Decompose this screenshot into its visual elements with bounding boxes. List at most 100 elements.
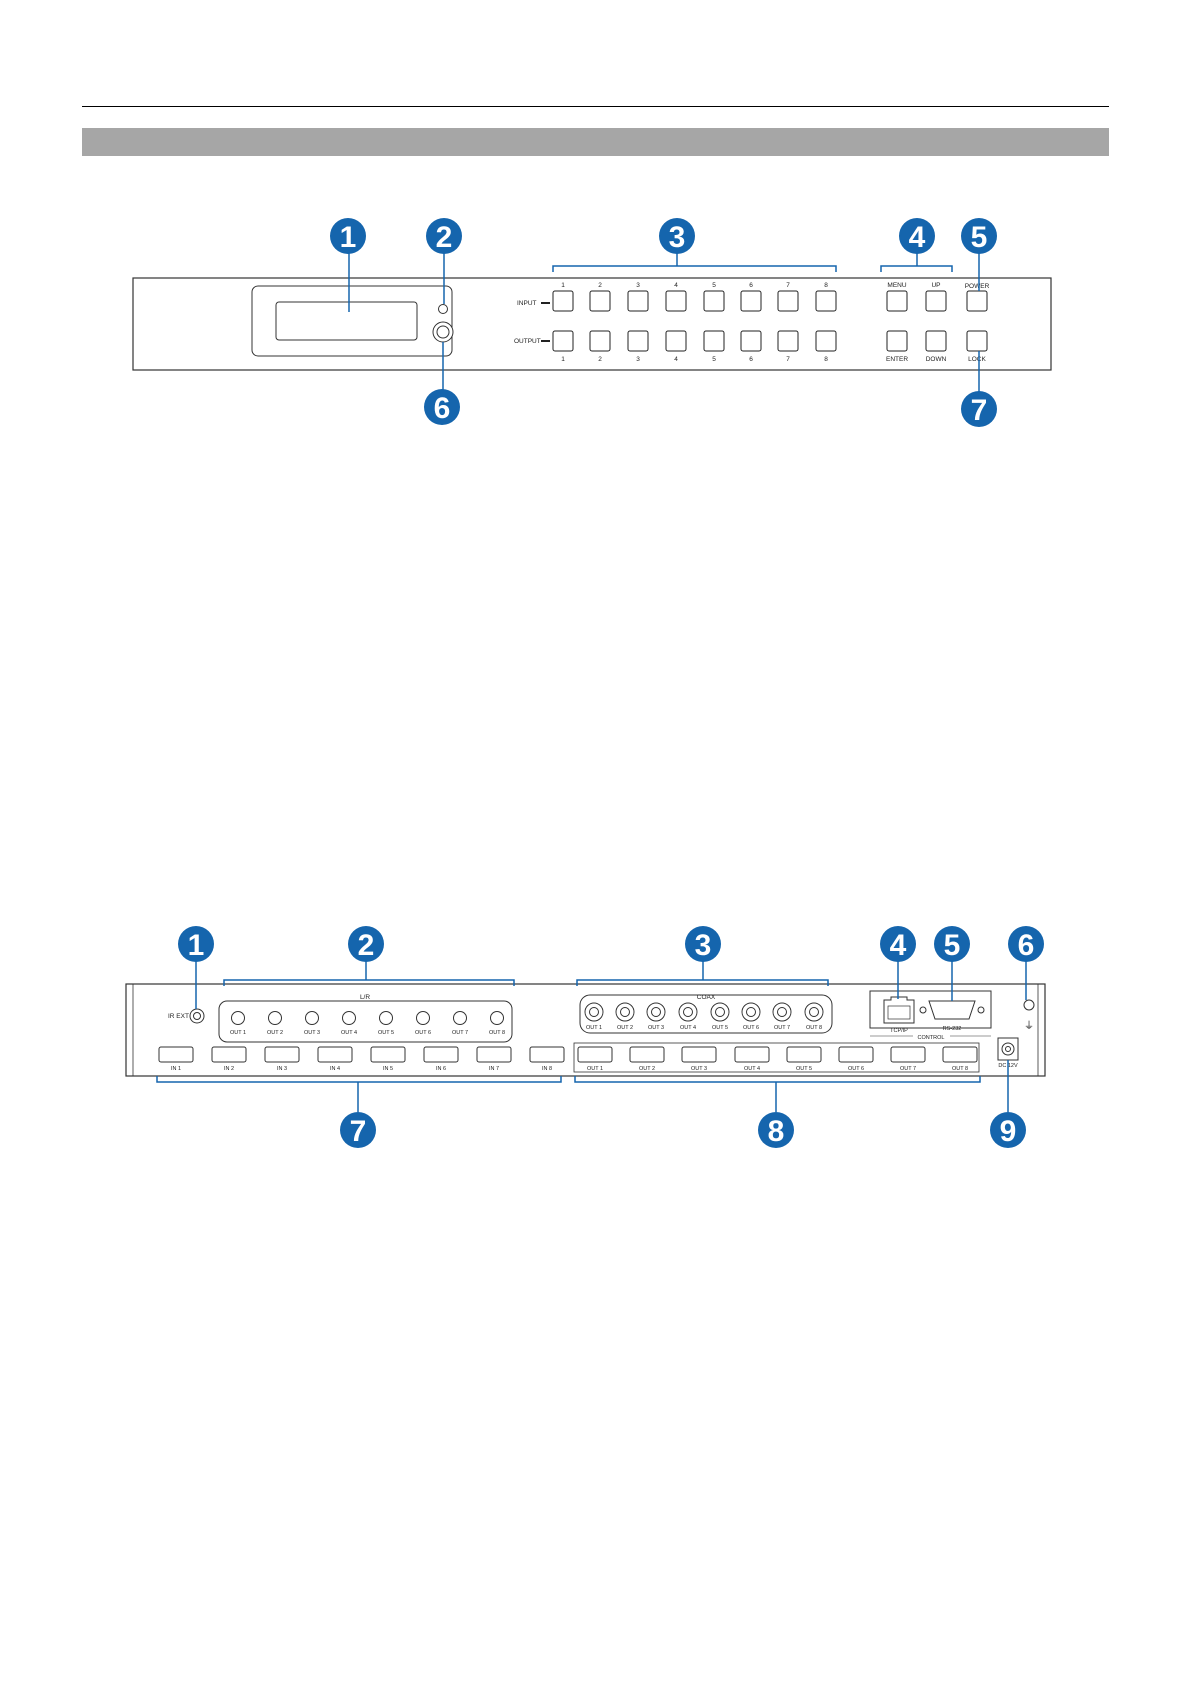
rear-panel: IR EXT L/R OUT 1 OUT 2 OUT 3 OUT 4 OUT 5… <box>125 926 1046 1148</box>
input-button-4[interactable] <box>665 290 687 312</box>
hdmi-in-port-3[interactable] <box>264 1046 300 1063</box>
input-button-5[interactable] <box>703 290 725 312</box>
lr-jack-8[interactable] <box>490 1011 504 1025</box>
coax-jacks <box>584 1002 824 1022</box>
menu-keys: MENU UP ENTER DOWN <box>886 282 947 363</box>
output-button-6[interactable] <box>740 330 762 352</box>
enter-button[interactable] <box>886 330 908 352</box>
rs232-port[interactable] <box>928 1000 976 1020</box>
ground-screw[interactable] <box>1023 999 1035 1011</box>
hdmi-in-port-6[interactable] <box>423 1046 459 1063</box>
input-button-8[interactable] <box>815 290 837 312</box>
output-button-3[interactable] <box>627 330 649 352</box>
hdmi-out-port-6[interactable] <box>838 1046 874 1063</box>
input-number-5: 5 <box>712 282 716 289</box>
rs232-label: RS-232 <box>943 1026 962 1032</box>
coax-out-label-4: OUT 4 <box>680 1025 696 1031</box>
callout-number: 2 <box>358 929 375 962</box>
input-row-marker <box>541 302 550 304</box>
callout-number: 1 <box>188 929 205 962</box>
hdmi-in-port-4[interactable] <box>317 1046 353 1063</box>
hdmi-in-port-8[interactable] <box>529 1046 565 1063</box>
top-rule <box>82 106 1109 107</box>
lr-jack-4[interactable] <box>342 1011 356 1025</box>
lr-jack-1[interactable] <box>231 1011 245 1025</box>
hdmi-out-port-8[interactable] <box>942 1046 978 1063</box>
callout-marker <box>899 218 935 254</box>
lr-jack-2[interactable] <box>268 1011 282 1025</box>
lr-out-label-1: OUT 1 <box>230 1030 246 1036</box>
front-callouts: 1 2 3 4 5 6 7 <box>330 218 997 427</box>
input-buttons <box>552 290 837 312</box>
hdmi-outputs <box>577 1046 978 1063</box>
coax-labels: OUT 1 OUT 2 OUT 3 OUT 4 OUT 5 OUT 6 OUT … <box>586 1025 822 1031</box>
rear-callouts: 1 2 3 4 5 6 7 8 9 <box>178 926 1044 1148</box>
power-button[interactable] <box>966 290 988 312</box>
hdmi-out-port-1[interactable] <box>577 1046 613 1063</box>
callout-number: 8 <box>768 1115 785 1148</box>
hdmi-out-port-7[interactable] <box>890 1046 926 1063</box>
callout-marker <box>934 926 970 962</box>
hdmi-in-label-2: IN 2 <box>224 1066 234 1072</box>
hdmi-in-port-2[interactable] <box>211 1046 247 1063</box>
hdmi-out-label-1: OUT 1 <box>587 1066 603 1072</box>
hdmi-out-port-3[interactable] <box>681 1046 717 1063</box>
tcpip-label: TCP/IP <box>890 1028 908 1034</box>
menu-button[interactable] <box>886 290 908 312</box>
hdmi-out-port-2[interactable] <box>629 1046 665 1063</box>
callout-number: 3 <box>669 221 686 254</box>
hdmi-out-label-2: OUT 2 <box>639 1066 655 1072</box>
lr-jack-5[interactable] <box>379 1011 393 1025</box>
hdmi-out-port-5[interactable] <box>786 1046 822 1063</box>
hdmi-out-port-4[interactable] <box>734 1046 770 1063</box>
output-number-5: 5 <box>712 356 716 363</box>
hdmi-in-label-8: IN 8 <box>542 1066 552 1072</box>
output-button-2[interactable] <box>589 330 611 352</box>
input-button-3[interactable] <box>627 290 649 312</box>
output-button-4[interactable] <box>665 330 687 352</box>
lr-jack-3[interactable] <box>305 1011 319 1025</box>
hdmi-input-labels: IN 1 IN 2 IN 3 IN 4 IN 5 IN 6 IN 7 IN 8 <box>171 1066 552 1072</box>
coax-jack-2-inner <box>620 1007 630 1017</box>
hdmi-in-port-5[interactable] <box>370 1046 406 1063</box>
hdmi-in-port-1[interactable] <box>158 1046 194 1063</box>
up-button[interactable] <box>925 290 947 312</box>
output-button-8[interactable] <box>815 330 837 352</box>
callout-marker <box>758 1112 794 1148</box>
hdmi-in-label-4: IN 4 <box>330 1066 340 1072</box>
coax-out-label-6: OUT 6 <box>743 1025 759 1031</box>
input-number-6: 6 <box>749 282 753 289</box>
hdmi-out-label-6: OUT 6 <box>848 1066 864 1072</box>
coax-out-label-1: OUT 1 <box>586 1025 602 1031</box>
output-number-2: 2 <box>598 356 602 363</box>
coax-jack-4-inner <box>683 1007 693 1017</box>
callout-marker <box>330 218 366 254</box>
input-button-6[interactable] <box>740 290 762 312</box>
input-button-7[interactable] <box>777 290 799 312</box>
lr-out-label-8: OUT 8 <box>489 1030 505 1036</box>
input-button-1[interactable] <box>552 290 574 312</box>
coax-jack-5-inner <box>715 1007 725 1017</box>
hdmi-out-bracket <box>574 1076 981 1083</box>
input-row-label: INPUT <box>517 300 537 307</box>
coax-out-label-5: OUT 5 <box>712 1025 728 1031</box>
lr-jack-7[interactable] <box>453 1011 467 1025</box>
lr-out-label-4: OUT 4 <box>341 1030 357 1036</box>
hdmi-in-port-7[interactable] <box>476 1046 512 1063</box>
lr-jack-6[interactable] <box>416 1011 430 1025</box>
output-number-6: 6 <box>749 356 753 363</box>
callout-number: 2 <box>436 221 453 254</box>
input-button-2[interactable] <box>589 290 611 312</box>
output-button-1[interactable] <box>552 330 574 352</box>
output-button-5[interactable] <box>703 330 725 352</box>
input-number-4: 4 <box>674 282 678 289</box>
callout-number: 6 <box>1018 929 1035 962</box>
power-led <box>438 304 448 314</box>
callout-number: 4 <box>890 929 907 962</box>
down-button[interactable] <box>925 330 947 352</box>
hdmi-out-label-4: OUT 4 <box>744 1066 760 1072</box>
callout-marker <box>990 1112 1026 1148</box>
lock-button[interactable] <box>966 330 988 352</box>
output-button-7[interactable] <box>777 330 799 352</box>
